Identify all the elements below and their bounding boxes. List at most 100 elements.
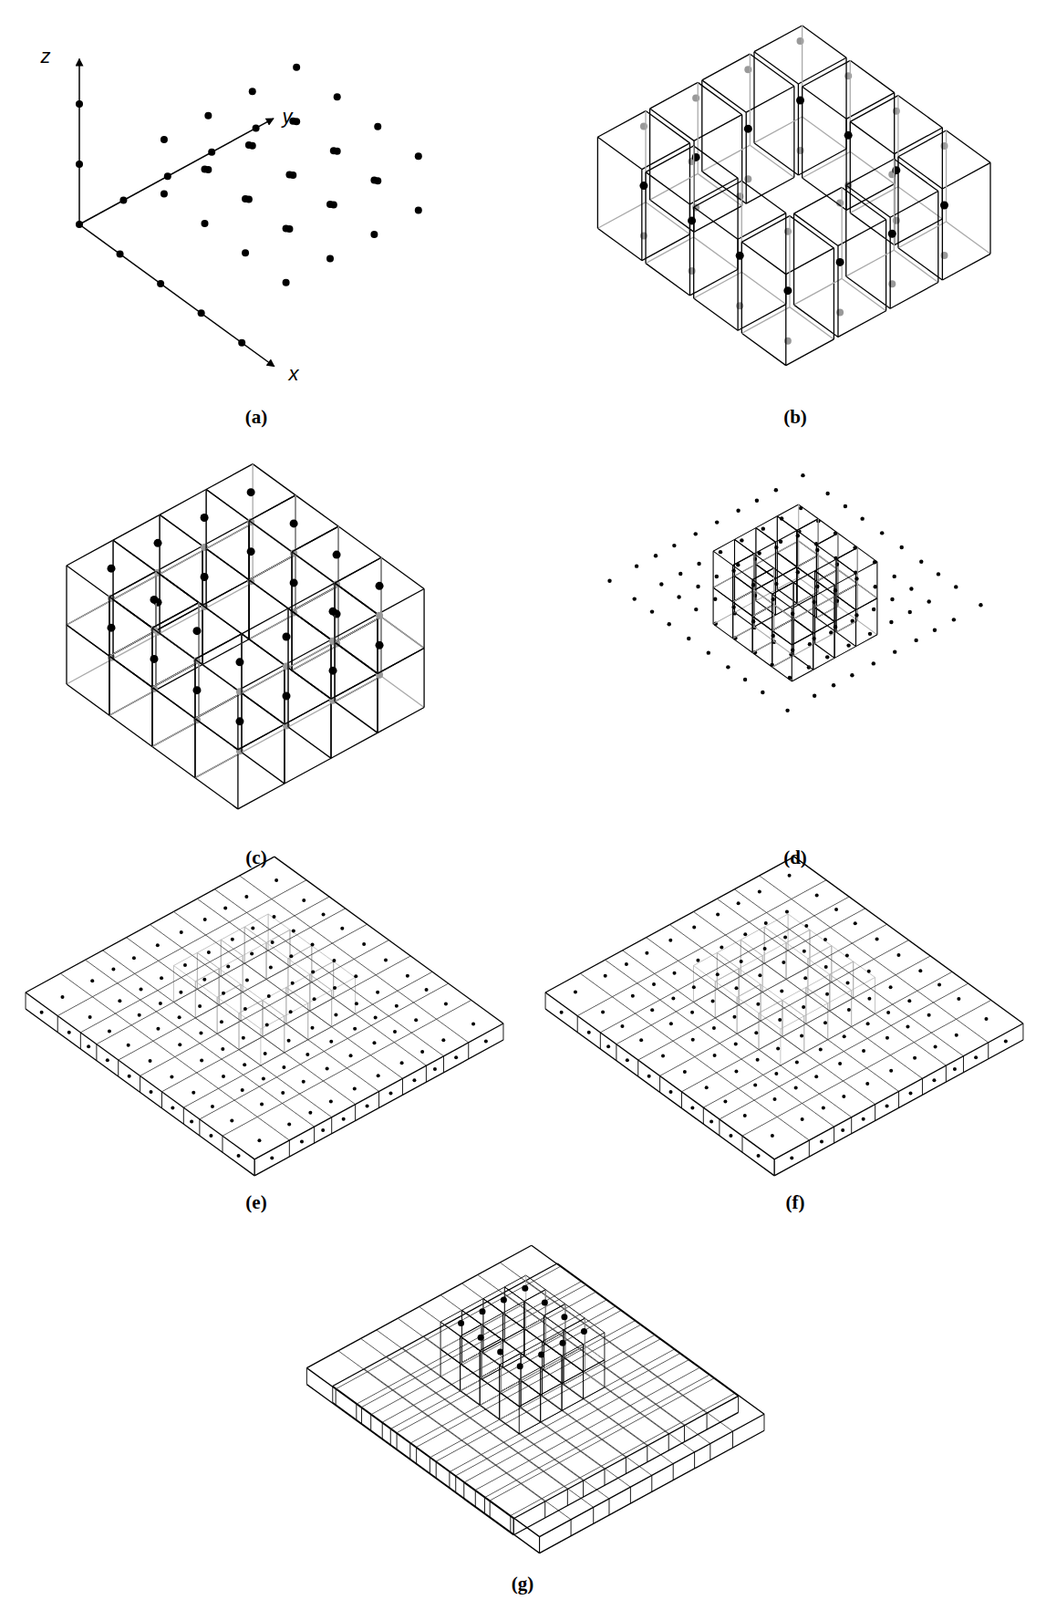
node-point (833, 588, 838, 592)
mesh-edge (703, 1107, 705, 1124)
node-point (329, 666, 338, 675)
mesh-edge (237, 749, 239, 809)
node-point (773, 1097, 777, 1101)
mesh-edge (520, 1368, 542, 1381)
mesh-edge (732, 565, 734, 602)
mesh-edge (377, 707, 425, 734)
mesh-edge (513, 1518, 515, 1535)
mesh-edge (196, 952, 219, 968)
mesh-edge (173, 965, 196, 982)
node-point (734, 1068, 738, 1073)
node-point (885, 1104, 890, 1109)
mesh-edge (440, 1376, 461, 1391)
node-point (90, 978, 94, 983)
mesh-edge (415, 1446, 417, 1463)
mesh-edge (334, 642, 378, 674)
mesh-edge (205, 548, 207, 608)
mesh-edge (563, 1317, 585, 1330)
node-point (197, 309, 206, 317)
mesh-edge (831, 945, 854, 962)
mesh-edge (152, 602, 199, 629)
mesh-edge (195, 633, 242, 660)
mesh-edge (288, 667, 332, 699)
mesh-edge (805, 986, 807, 1024)
mesh-edge (286, 986, 309, 1003)
mesh-edge (334, 701, 378, 733)
node-point (892, 574, 897, 579)
node-point (841, 1094, 846, 1098)
mesh-edge (645, 172, 690, 205)
node-point (797, 146, 805, 155)
mesh-edge (798, 504, 819, 519)
mesh-edge (499, 1407, 521, 1419)
node-point (672, 543, 676, 548)
mesh-edge (787, 913, 789, 951)
node-point (201, 219, 209, 228)
mesh-edge (740, 939, 763, 955)
mesh-edge (390, 1305, 615, 1429)
mesh-edge (735, 575, 756, 591)
node-point (743, 932, 747, 936)
node-point (389, 1090, 394, 1095)
mesh-edge (332, 1263, 558, 1386)
node-point (352, 1086, 357, 1090)
node-point (735, 251, 745, 260)
mesh-edge (793, 618, 814, 633)
node-point (779, 989, 784, 994)
mesh-edge (252, 464, 296, 496)
mesh-edge (262, 1000, 285, 1016)
node-point (620, 1024, 624, 1028)
mesh-edge (582, 1480, 584, 1497)
node-point (723, 1098, 727, 1103)
mesh-edge (440, 1336, 462, 1349)
mesh-edge (793, 213, 795, 305)
node-point (497, 1347, 504, 1355)
mesh-edge (477, 1273, 685, 1425)
mesh-edge (794, 186, 843, 214)
mesh-edge (402, 1077, 404, 1095)
mesh-edge (818, 518, 839, 534)
mesh-edge (562, 1356, 564, 1385)
node-point (300, 1139, 304, 1144)
mesh-edge (737, 1395, 739, 1412)
mesh-edge (330, 698, 332, 758)
node-point (200, 513, 209, 522)
mesh-edge (540, 1409, 562, 1422)
mesh-edge (857, 620, 878, 635)
mesh-edge (806, 986, 829, 1003)
mesh-edge (310, 973, 332, 990)
mesh-edge (841, 186, 886, 219)
mesh-edge (693, 271, 743, 299)
mesh-edge (259, 1028, 261, 1066)
mesh-edge (500, 1366, 502, 1394)
mesh-edge (218, 968, 241, 984)
node-point (282, 224, 290, 232)
node-point (835, 598, 839, 602)
mesh-edge (151, 627, 153, 687)
node-point (139, 987, 144, 992)
mesh-edge (479, 1366, 501, 1378)
mesh-edge (836, 583, 858, 596)
mesh-edge (475, 1489, 477, 1506)
mesh-edge (504, 1314, 506, 1342)
node-point (761, 526, 766, 530)
mesh-edge (108, 596, 110, 656)
mesh-edge (539, 1367, 541, 1395)
mesh-edge (460, 1324, 482, 1336)
mesh-edge (334, 616, 382, 643)
mesh-edge (459, 1335, 461, 1364)
panel-label: (b) (783, 405, 808, 429)
mesh-edge (540, 1355, 562, 1368)
node-point (235, 657, 244, 666)
mesh-edge (791, 632, 813, 645)
mesh-edge (479, 1366, 501, 1378)
mesh-edge (520, 1379, 522, 1408)
mesh-edge (563, 1384, 584, 1399)
mesh-edge (504, 1314, 525, 1329)
mesh-edge (520, 1379, 541, 1395)
node-point (919, 559, 923, 564)
mesh-edge (311, 945, 334, 962)
node-point (119, 196, 127, 205)
mesh-edge (814, 607, 816, 644)
